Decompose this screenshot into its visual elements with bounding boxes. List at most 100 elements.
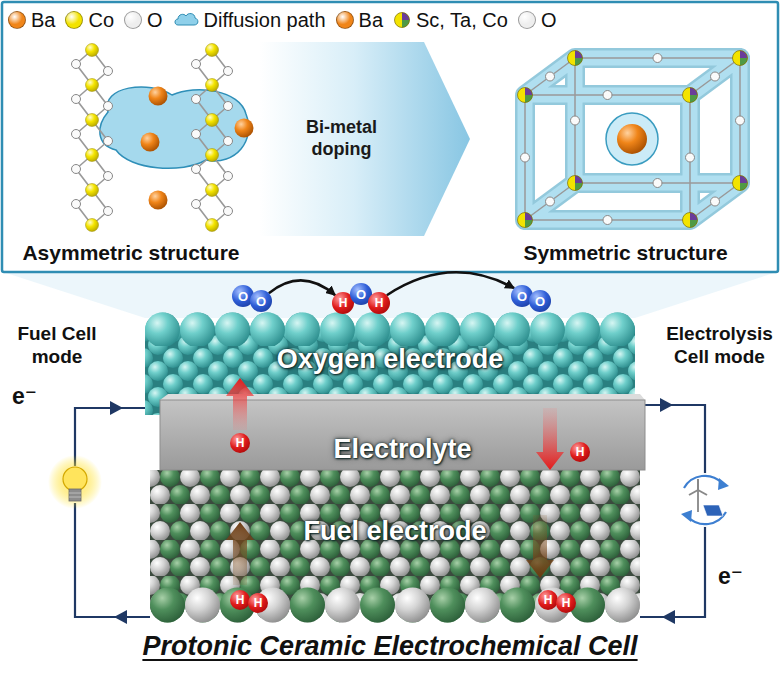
atom-label: H: [562, 597, 571, 609]
renewable-power-icon: [684, 476, 722, 488]
asymmetric-structure: [206, 79, 219, 92]
oxygen-electrode-layer: [145, 312, 635, 346]
light-bulb: [69, 497, 81, 498]
asymmetric-structure: [149, 191, 168, 210]
wire-arrowhead: [110, 401, 123, 415]
wire-arrowhead: [660, 398, 673, 412]
renewable-power-icon: [718, 478, 729, 490]
symmetric-structure: [525, 58, 740, 220]
zoom-panel: [2, 2, 778, 318]
symmetric-structure: [683, 213, 698, 228]
oxygen-atom: O: [250, 290, 272, 312]
fuel-electrode-layer: [150, 587, 640, 623]
asymmetric-structure: [104, 207, 113, 216]
asymmetric-structure: [192, 165, 201, 174]
electrode-layer: Oxygen electrode: [145, 322, 635, 398]
legend-text: O: [541, 9, 557, 31]
diffusion-swatch: [175, 14, 198, 25]
symmetric-structure: [653, 179, 662, 188]
edge-label: Bi-metal doping: [283, 117, 401, 160]
atom-label: H: [236, 437, 245, 449]
mode-label: Electrolysis Cell mode: [662, 323, 777, 369]
proton: H: [570, 442, 590, 462]
atom-label: O: [238, 290, 248, 303]
atom-label: H: [375, 297, 384, 309]
hydrogen-atom: H: [368, 292, 390, 314]
asymmetric-structure: [192, 95, 201, 104]
asymmetric-structure: [86, 149, 99, 162]
proton-flow-arrow: [226, 522, 254, 585]
proton-flow-arrow: [526, 515, 554, 578]
symmetric-structure: [711, 197, 720, 206]
asymmetric-structure: [141, 133, 160, 152]
atom-label: O: [535, 295, 545, 308]
atom-label: O: [517, 290, 527, 303]
symmetric-structure: [603, 91, 612, 100]
symmetric-structure: [518, 88, 533, 103]
asymmetric-structure: [104, 172, 113, 181]
symmetric-structure: [521, 153, 530, 162]
atom-label: H: [339, 297, 348, 309]
asymmetric-structure: [72, 165, 81, 174]
asymmetric-structure: [86, 79, 99, 92]
circuit-wire: [75, 503, 150, 617]
fuel-electrode-layer: [150, 470, 640, 623]
renewable-power-icon: [697, 479, 699, 490]
asymmetric-structure: [72, 95, 81, 104]
symmetric-structure: [686, 153, 695, 162]
asymmetric-structure: [86, 44, 99, 57]
hydrogen-atom: H: [248, 593, 268, 613]
symmetric-structure: [733, 51, 748, 66]
reaction-arrow: [387, 272, 514, 295]
oxygen-atom: O: [529, 290, 551, 312]
legend-item: Diffusion path: [173, 9, 326, 31]
renewable-power-icon: [681, 510, 692, 522]
asymmetric-structure: [206, 114, 219, 127]
symmetric-structure: [603, 216, 612, 225]
symmetric-structure: [711, 72, 720, 81]
asymmetric-structure: [86, 219, 99, 232]
symmetric-structure: [525, 58, 740, 220]
mode-label: Fuel Cell mode: [3, 323, 111, 369]
asymmetric-structure: [72, 44, 254, 232]
atom-label: O: [256, 295, 266, 308]
symmetric-structure: [518, 51, 748, 228]
pie-swatch: [395, 13, 410, 28]
diffusion-swatch: [173, 10, 199, 30]
legend-text: Sc, Ta, Co: [416, 9, 508, 31]
symmetric-structure: [546, 72, 555, 81]
legend-item: O: [518, 9, 557, 31]
asymmetric-structure: [224, 137, 233, 146]
wire-arrowhead: [662, 610, 675, 624]
symmetric-structure: [546, 197, 555, 206]
legend-swatch: [518, 11, 536, 29]
legend-item: Ba: [8, 9, 55, 31]
zoom-panel: [2, 2, 778, 272]
transition-arrow: [259, 42, 470, 236]
symmetric-structure: [518, 213, 533, 228]
light-bulb: [48, 455, 102, 509]
asymmetric-structure: [76, 50, 228, 225]
structure-caption: Symmetric structure: [478, 240, 773, 265]
light-bulb: [63, 467, 87, 491]
pie-swatch: [393, 11, 411, 29]
legend-text: Ba: [359, 9, 383, 31]
atom-label: O: [356, 288, 366, 301]
hydrogen-atom: H: [230, 590, 250, 610]
legend-text: O: [147, 9, 163, 31]
asymmetric-structure: [72, 60, 81, 69]
symmetric-structure: [568, 51, 583, 66]
electron-label: e⁻: [12, 383, 48, 411]
electron-label: e⁻: [718, 563, 754, 591]
electrode-layer: Fuel electrodeHHHH: [150, 472, 640, 622]
asymmetric-structure: [224, 207, 233, 216]
proton: H: [230, 433, 250, 453]
light-bulb: [69, 493, 81, 494]
asymmetric-structure: [206, 219, 219, 232]
asymmetric-structure: [192, 60, 201, 69]
light-bulb: [69, 489, 81, 501]
legend-item: O: [124, 9, 163, 31]
symmetric-structure: [617, 124, 647, 154]
